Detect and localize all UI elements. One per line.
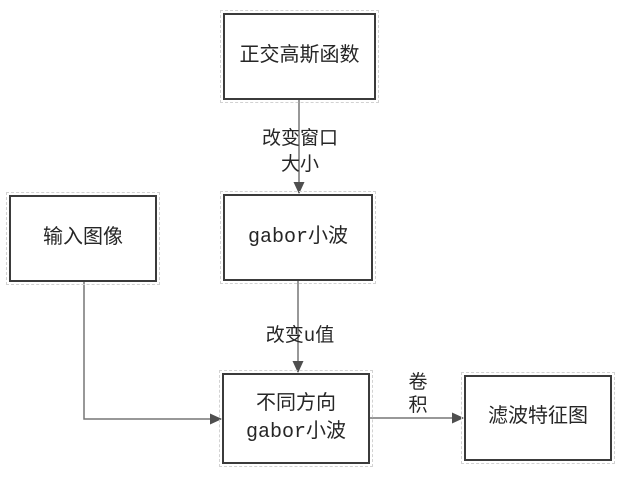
node-orthogonal-gaussian-function: 正交高斯函数 — [220, 10, 379, 103]
node-label: 不同方向 gabor小波 — [245, 392, 346, 444]
node-label: 正交高斯函数 — [239, 44, 360, 68]
connector-inputimage-to-multidirection — [83, 282, 222, 425]
node-label: gabor小波 — [247, 225, 348, 249]
node-label: 输入图像 — [43, 226, 123, 250]
node-gabor-wavelet: gabor小波 — [220, 191, 376, 284]
node-label: 滤波特征图 — [488, 406, 588, 429]
edge-label-change-window-size: 改变窗口 大小 — [261, 128, 338, 176]
node-input-image: 输入图像 — [6, 192, 160, 285]
node-multi-direction-gabor-wavelet: 不同方向 gabor小波 — [219, 370, 373, 467]
edge-label-change-u-value: 改变u值 — [265, 325, 335, 347]
edge-label-convolution: 卷 积 — [408, 372, 428, 417]
node-filtered-feature-map: 滤波特征图 — [461, 372, 615, 464]
